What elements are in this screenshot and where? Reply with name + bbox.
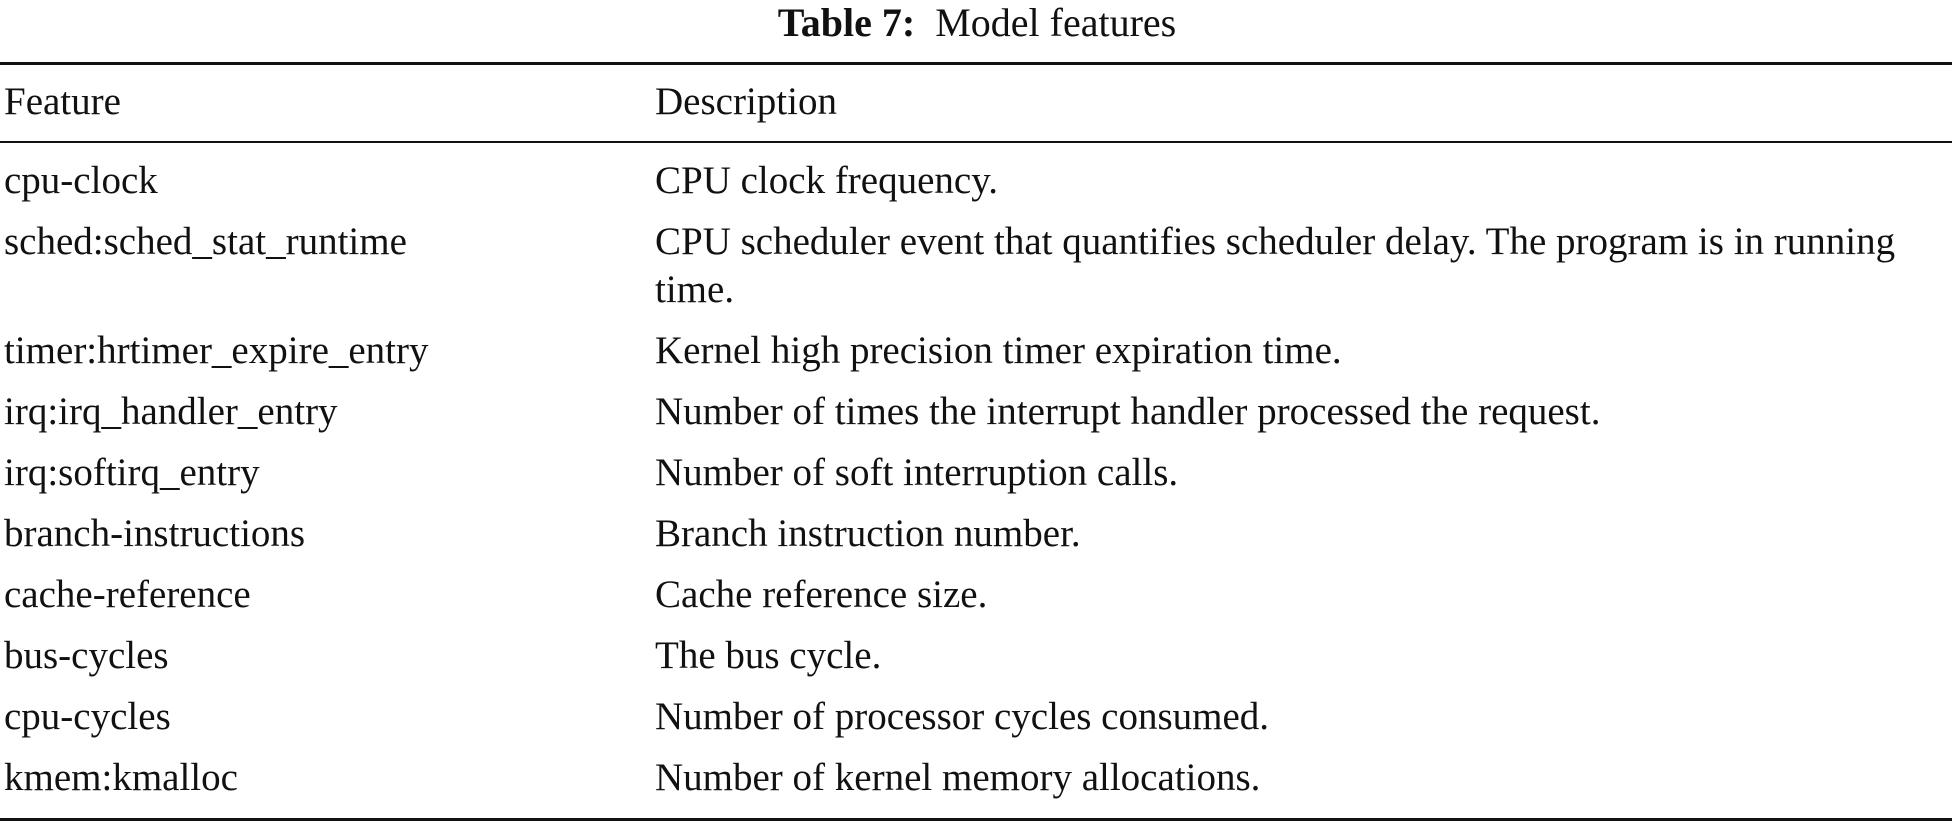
feature-cell: cpu-clock bbox=[4, 159, 158, 202]
table-row: sched:sched_stat_runtime CPU scheduler e… bbox=[0, 212, 1952, 321]
top-rule bbox=[0, 62, 1952, 65]
header-description: Description bbox=[655, 80, 837, 123]
table-row: cache-reference Cache reference size. bbox=[0, 565, 1952, 626]
table-caption-text: Model features bbox=[935, 0, 1177, 45]
feature-cell: sched:sched_stat_runtime bbox=[4, 220, 407, 263]
description-cell: The bus cycle. bbox=[655, 634, 882, 677]
feature-cell: kmem:kmalloc bbox=[4, 756, 238, 799]
table-row: bus-cycles The bus cycle. bbox=[0, 626, 1952, 687]
description-cell: Number of times the interrupt handler pr… bbox=[655, 390, 1601, 433]
table-header-row: Feature Description bbox=[0, 65, 1952, 141]
table-caption-label: Table 7: bbox=[777, 0, 916, 45]
feature-cell: cpu-cycles bbox=[4, 695, 171, 738]
feature-cell: irq:softirq_entry bbox=[4, 451, 260, 494]
description-cell: Number of processor cycles consumed. bbox=[655, 695, 1270, 738]
table-row: branch-instructions Branch instruction n… bbox=[0, 504, 1952, 565]
features-table: Feature Description cpu-clock CPU clock … bbox=[0, 62, 1952, 821]
table-body: cpu-clock CPU clock frequency. sched:sch… bbox=[0, 143, 1952, 818]
description-cell: Branch instruction number. bbox=[655, 512, 1081, 555]
bottom-rule bbox=[0, 818, 1952, 821]
feature-cell: bus-cycles bbox=[4, 634, 169, 677]
feature-cell: cache-reference bbox=[4, 573, 251, 616]
description-cell: Number of soft interruption calls. bbox=[655, 451, 1179, 494]
feature-cell: timer:hrtimer_expire_entry bbox=[4, 329, 429, 372]
table-row: cpu-cycles Number of processor cycles co… bbox=[0, 687, 1952, 748]
description-cell: Cache reference size. bbox=[655, 573, 988, 616]
table-row: irq:irq_handler_entry Number of times th… bbox=[0, 382, 1952, 443]
header-feature: Feature bbox=[4, 80, 121, 123]
description-cell: CPU clock frequency. bbox=[655, 159, 998, 202]
table-caption: Table 7: Model features bbox=[0, 0, 1954, 46]
table-row: irq:softirq_entry Number of soft interru… bbox=[0, 443, 1952, 504]
table-row: kmem:kmalloc Number of kernel memory all… bbox=[0, 748, 1952, 809]
description-cell: CPU scheduler event that quantifies sche… bbox=[655, 220, 1896, 311]
header-rule bbox=[0, 141, 1952, 143]
table-row: timer:hrtimer_expire_entry Kernel high p… bbox=[0, 321, 1952, 382]
feature-cell: branch-instructions bbox=[4, 512, 306, 555]
description-cell: Number of kernel memory allocations. bbox=[655, 756, 1261, 799]
table-row: cpu-clock CPU clock frequency. bbox=[0, 151, 1952, 212]
description-cell: Kernel high precision timer expiration t… bbox=[655, 329, 1342, 372]
feature-cell: irq:irq_handler_entry bbox=[4, 390, 338, 433]
